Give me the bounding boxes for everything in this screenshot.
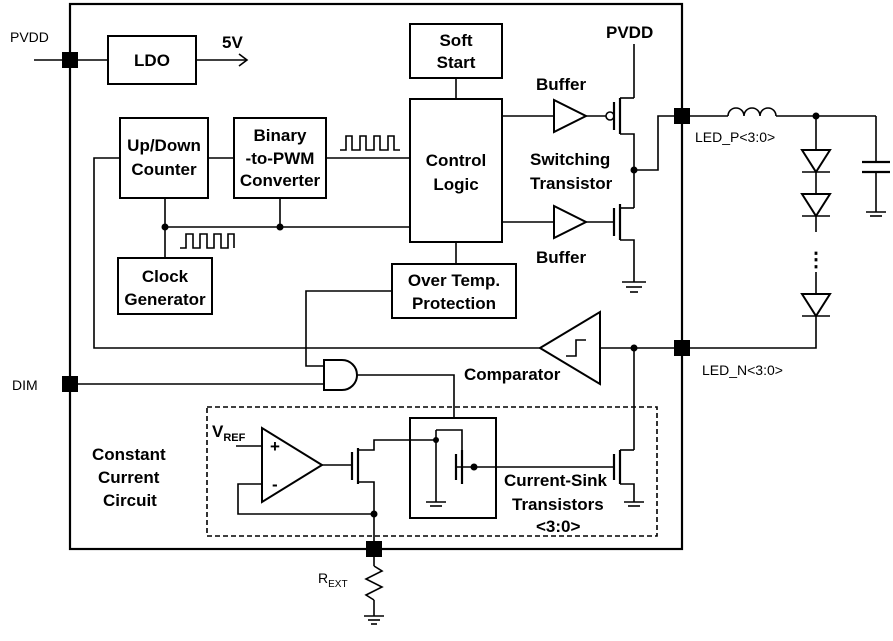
control-logic-label-line1: Control [426,151,486,170]
clock-junction-2 [276,223,284,231]
switching-transistor-label-line1: Switching [530,150,610,169]
over-temp-label-line1: Over Temp. [408,271,500,290]
ref-nmos-drain-wire [358,439,410,451]
top-buffer-icon [553,98,589,134]
led-n-pin [674,340,690,356]
ref-nmos-source-wire [358,481,375,545]
pvdd-top-label: PVDD [606,23,653,42]
led-string-ellipsis: ⋮ [806,249,826,271]
over-temp-protection-block [391,263,517,319]
opamp-minus-label: - [272,475,278,494]
vref-subscript: REF [223,432,245,444]
otp-to-and-wire [305,290,392,367]
opamp-plus-label: + [270,437,280,456]
capacitor-ground-icon [866,211,886,217]
rext-main: R [318,570,328,586]
vref-main: V [212,422,224,441]
clock-generator-label-line1: Clock [142,267,189,286]
clock-generator-block [117,257,213,315]
pvdd-pin [62,52,78,68]
current-sink-label-line2: Transistors [512,495,604,514]
sink-ground-icon [624,501,644,507]
led-n-pin-label: LED_N<3:0> [702,362,783,378]
clock-junction-1 [161,223,169,231]
led-p-pin-label: LED_P<3:0> [695,129,775,145]
and-output-wire [357,374,455,418]
rext-subscript: EXT [328,579,347,590]
current-sink-label-line1: Current-Sink [504,471,608,490]
clock-waveform-icon [180,233,235,249]
comparator-label: Comparator [464,365,561,384]
vref-label: VREF [212,422,246,444]
up-down-counter-block [119,117,209,199]
current-mirror-block [409,417,497,519]
hysteresis-icon [566,339,586,357]
bottom-buffer-icon [553,204,589,240]
ldo-label: LDO [134,51,170,70]
ccc-label-line3: Circuit [103,491,157,510]
rext-resistor-icon [364,565,384,601]
pmos-drain-wire [620,133,635,208]
switching-transistor-label-line2: Transistor [530,174,613,193]
ldo-output-label: 5V [222,33,243,52]
soft-start-label-line1: Soft [439,31,472,50]
over-temp-label-line2: Protection [412,294,496,313]
led-diode-3-icon [800,293,832,318]
ldo-output-arrow-icon [238,53,249,67]
up-down-counter-label-line1: Up/Down [127,136,201,155]
sink-source-wire [620,483,635,502]
pmos-gate-bubble-icon [605,111,615,121]
comparator-feedback-wire [93,157,540,349]
dim-pin [62,376,78,392]
pvdd-pin-label: PVDD [10,29,49,45]
ldo-block [107,35,197,85]
up-down-counter-label-line2: Counter [131,160,197,179]
nmos-source-wire [620,239,635,282]
rext-pin [366,541,382,557]
mirror-junction-left [433,437,439,443]
pwm-waveform-icon [340,135,400,151]
led-p-pin [674,108,690,124]
comparator-icon [538,310,601,386]
led-diode-1-icon [800,149,832,174]
and-gate-icon [323,359,358,391]
control-logic-label-line2: Logic [433,175,478,194]
switch-ground-icon [622,281,646,293]
binary-to-pwm-label-line2: -to-PWM [246,149,315,168]
ccc-label-line2: Current [98,468,160,487]
switch-node-to-ledp-wire [634,115,682,171]
led-string-return-wire [690,316,817,349]
soft-start-label-line2: Start [437,53,476,72]
mirror-top-wire [436,429,463,458]
binary-to-pwm-label-line1: Binary [254,126,307,145]
top-buffer-label: Buffer [536,75,586,94]
opamp-feedback-wire [237,483,374,515]
dim-pin-label: DIM [12,377,38,393]
constant-current-circuit-boundary [206,406,658,537]
inductor-icon [727,107,777,117]
bottom-buffer-label: Buffer [536,248,586,267]
mirror-ground-icon [426,501,446,507]
rext-label: REXT [318,570,348,590]
control-logic-block [409,98,503,243]
ccc-label-line1: Constant [92,445,166,464]
led-diode-2-icon [800,193,832,218]
clock-generator-label-line2: Generator [124,290,206,309]
binary-to-pwm-label-line3: Converter [240,171,321,190]
opamp-icon [261,426,324,504]
current-sink-label-line3: <3:0> [536,517,580,536]
rext-ground-icon [364,615,384,625]
